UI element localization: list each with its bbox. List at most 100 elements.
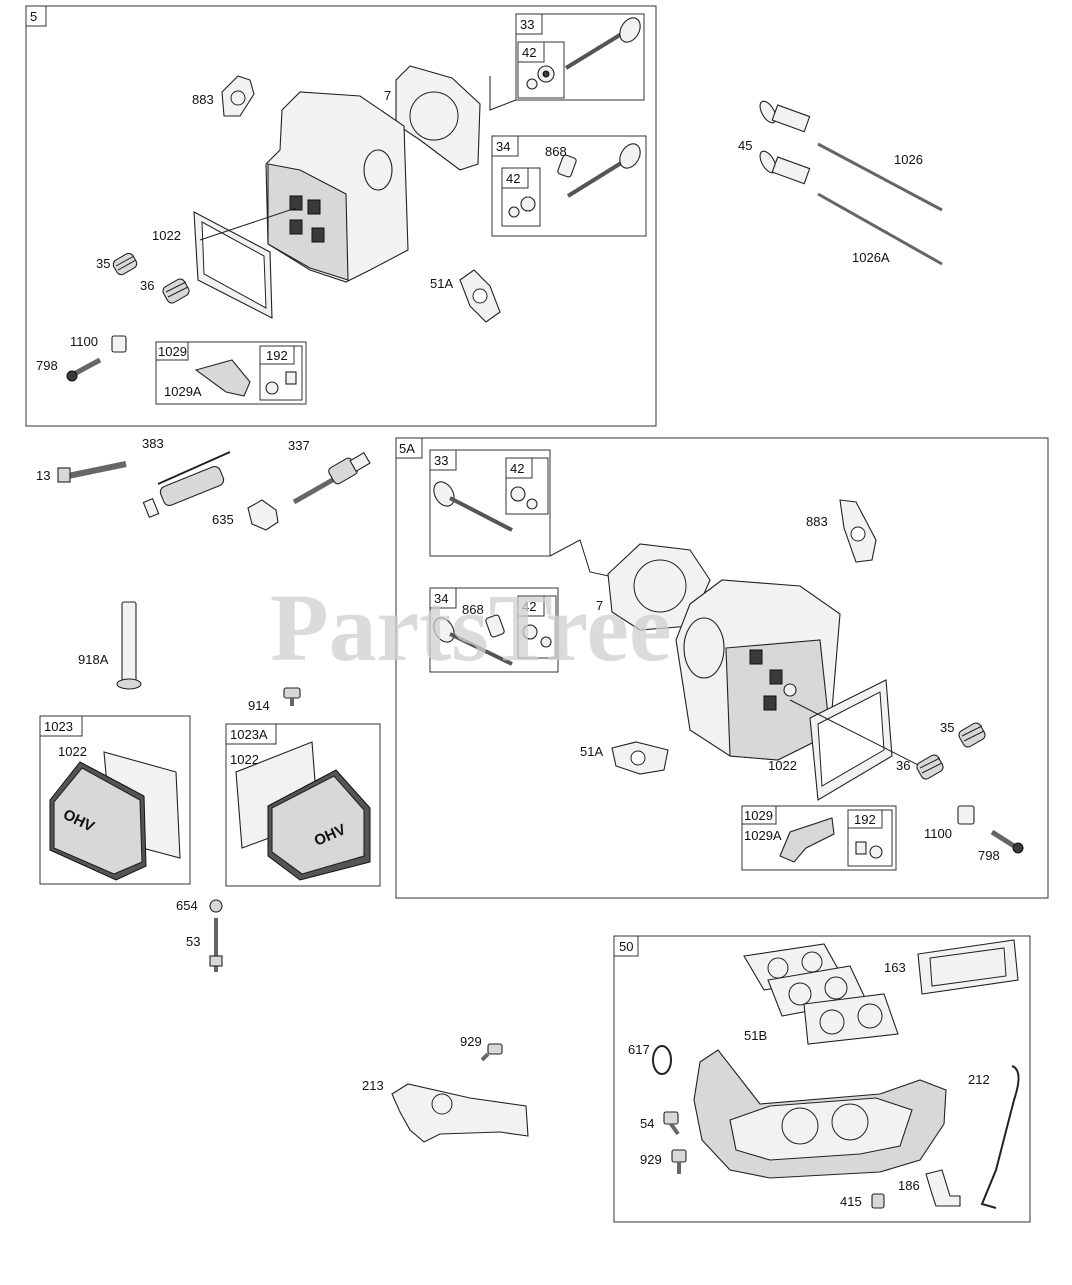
head-bolt-icon <box>57 461 127 483</box>
tappet-icon <box>759 100 811 133</box>
screw-icon <box>285 371 297 385</box>
tappet-icon <box>759 150 811 185</box>
subgroup-34-tag <box>491 135 519 157</box>
valve-spring-icon <box>916 754 944 780</box>
screw-icon <box>663 1111 680 1136</box>
subgroup-1029-label: 1029 <box>744 808 773 823</box>
valve-retainer-icon <box>526 78 538 90</box>
subgroup-42-tag <box>505 457 533 479</box>
exhaust-valve-icon <box>433 617 513 666</box>
subgroup-1029-tag <box>741 805 777 825</box>
valve-retainer-icon <box>540 636 552 648</box>
subgroup-1029-frame <box>155 341 307 405</box>
valve-seal-icon <box>520 196 536 212</box>
subgroup-42b-tag <box>501 167 529 189</box>
bracket-hole-icon <box>431 1093 453 1115</box>
valve-seal-icon <box>522 624 538 640</box>
label-617: 617 <box>628 1042 650 1057</box>
subgroup-192-label: 192 <box>266 348 288 363</box>
intake-gasket-hole-icon <box>472 288 488 304</box>
subgroup-1023a-frame <box>225 723 381 887</box>
subgroup-1029-tag <box>155 341 189 361</box>
nut-icon <box>869 845 883 859</box>
label-1029a: 1029A <box>164 384 202 399</box>
subgroup-33-frame <box>429 449 551 557</box>
subgroup-42b-label: 42 <box>522 599 536 614</box>
bracket-icon <box>391 1083 529 1143</box>
group-5a-frame <box>395 437 1049 899</box>
subgroup-34-frame <box>429 587 559 673</box>
cover-gasket-inner-icon <box>817 691 885 787</box>
label-45: 45 <box>738 138 752 153</box>
intake-gaskets-icon <box>743 943 899 1045</box>
pushrod-icon <box>817 192 943 266</box>
subgroup-1023a-tag <box>225 723 277 745</box>
subgroup-34-tag <box>429 587 457 609</box>
valve-retainer-icon <box>508 206 520 218</box>
subgroup-1023a-label: 1023A <box>230 727 268 742</box>
label-36: 36 <box>896 758 910 773</box>
valve-retainer-icon <box>526 498 538 510</box>
label-798: 798 <box>36 358 58 373</box>
dipstick-parts: 654 53 <box>176 898 223 972</box>
subgroup-33-label: 33 <box>520 17 534 32</box>
subgroup-42-tag <box>517 41 545 63</box>
valve-guide-icon <box>485 614 505 638</box>
subgroup-34-frame <box>491 135 647 237</box>
label-654: 654 <box>176 898 198 913</box>
valve-seal-center-icon <box>542 70 550 78</box>
watermark: PartsTree <box>270 574 672 681</box>
label-163: 163 <box>884 960 906 975</box>
label-1022: 1022 <box>230 752 259 767</box>
label-35: 35 <box>96 256 110 271</box>
exhaust-gasket-hole-icon <box>850 526 866 542</box>
group-5a-tag <box>395 437 423 459</box>
subgroup-192-tag <box>259 345 295 365</box>
group-50-frame <box>613 935 1031 1223</box>
label-883: 883 <box>806 514 828 529</box>
label-918a: 918A <box>78 652 109 667</box>
o-ring-icon <box>652 1045 672 1075</box>
label-1100: 1100 <box>70 334 98 349</box>
screw-icon <box>283 687 301 706</box>
valve-cover-icon: OHV <box>267 769 371 881</box>
subgroup-33-leader <box>489 76 517 111</box>
subgroup-34-label: 34 <box>496 139 510 154</box>
valve-spring-icon <box>162 278 190 304</box>
stud-icon <box>209 918 223 972</box>
label-1026a: 1026A <box>852 250 890 265</box>
intake-valve-icon <box>433 481 513 532</box>
exhaust-valve-icon <box>566 143 641 198</box>
label-1022: 1022 <box>152 228 181 243</box>
cylinder-head-icon <box>265 91 409 283</box>
label-186: 186 <box>898 1178 920 1193</box>
label-929: 929 <box>460 1034 482 1049</box>
subgroup-34-label: 34 <box>434 591 448 606</box>
valve-guide-icon <box>557 154 577 178</box>
label-798: 798 <box>978 848 1000 863</box>
cover-gasket-inner-icon <box>201 221 267 309</box>
label-1026: 1026 <box>894 152 923 167</box>
label-415: 415 <box>840 1194 862 1209</box>
label-36: 36 <box>140 278 154 293</box>
rocker-nut-icon <box>111 335 127 353</box>
fitting-icon <box>871 1193 885 1209</box>
group-5a-label: 5A <box>399 441 415 456</box>
subgroup-192-label: 192 <box>854 812 876 827</box>
head-gasket-bore-icon <box>633 559 687 613</box>
subgroup-42b-label: 42 <box>506 171 520 186</box>
dipstick-tube-icon <box>116 601 142 690</box>
label-1022: 1022 <box>768 758 797 773</box>
group-5a: 5A 33 42 34 868 42 7 <box>395 437 1049 899</box>
group-5-label: 5 <box>30 9 37 24</box>
valve-cover-icon: OHV <box>49 761 147 881</box>
subgroup-33-tag <box>515 13 543 35</box>
exhaust-gasket-hole-icon <box>230 90 246 106</box>
subgroup-42-label: 42 <box>522 45 536 60</box>
label-1029a: 1029A <box>744 828 782 843</box>
nut-icon <box>209 899 223 913</box>
label-212: 212 <box>968 1072 990 1087</box>
cylinder-head-icon <box>675 579 841 761</box>
label-883: 883 <box>192 92 214 107</box>
